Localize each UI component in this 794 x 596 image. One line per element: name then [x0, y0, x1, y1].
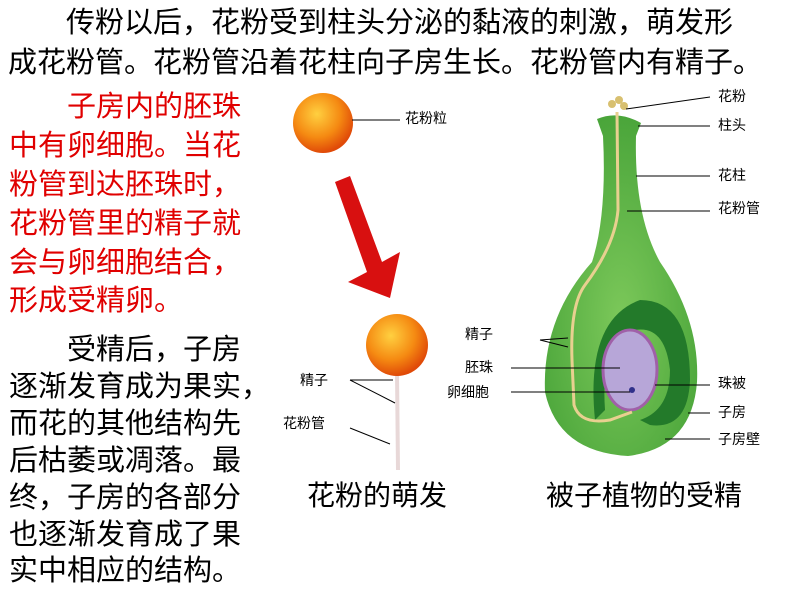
- label-pollen-tube: 花粉管: [283, 416, 325, 432]
- leader-line: [349, 379, 396, 404]
- pistil: [544, 115, 698, 457]
- label-pollen-grain: 花粉粒: [405, 111, 447, 127]
- label-ovary: 子房: [718, 405, 746, 421]
- body-line: 逐渐发育成为果实，: [9, 369, 271, 403]
- red-line: 粉管到达胚珠时，: [9, 167, 242, 201]
- pollen-on-stigma: [608, 100, 616, 108]
- red-line: 花粉管里的精子就: [9, 206, 242, 240]
- ovule-outer: [593, 300, 690, 426]
- label-ovary-wall: 子房壁: [718, 432, 760, 448]
- intro-line: 传粉以后，花粉受到柱头分泌的黏液的刺激，萌发形: [8, 5, 734, 39]
- germinating-pollen: [366, 314, 428, 376]
- label-stigma: 柱头: [718, 118, 746, 134]
- pollen-on-stigma: [620, 102, 628, 110]
- pollen-tube: [395, 371, 400, 471]
- caption-fertilization: 被子植物的受精: [546, 479, 743, 512]
- red-line: 中有卵细胞。当花: [9, 128, 242, 162]
- embryo-sac: [601, 328, 659, 412]
- label-style: 花柱: [718, 168, 746, 184]
- leader-line: [349, 427, 391, 445]
- pollen-grain: [293, 93, 353, 153]
- label-egg-cell: 卵细胞: [447, 385, 489, 401]
- body-line: 终，子房的各部分: [9, 480, 242, 514]
- label-pollen: 花粉: [718, 89, 746, 105]
- caption-pollen-germination: 花粉的萌发: [307, 479, 448, 512]
- label-sperm-left: 精子: [465, 327, 493, 343]
- label-integument: 珠被: [718, 376, 746, 392]
- body-line: 也逐渐发育成了果: [9, 517, 242, 551]
- body-line: 而花的其他结构先: [9, 406, 242, 440]
- label-ovule: 胚珠: [465, 360, 493, 376]
- pistil-leaders: [511, 96, 711, 440]
- body-line: 后枯萎或凋落。最: [9, 443, 242, 477]
- label-pollen-tube-right: 花粉管: [718, 201, 760, 217]
- egg-cell: [629, 387, 635, 393]
- red-line: 会与卵细胞结合，: [9, 245, 242, 279]
- red-line: 形成受精卵。: [9, 283, 184, 317]
- arrow-icon: [335, 176, 400, 298]
- label-sperm: 精子: [300, 373, 328, 389]
- red-line: 子房内的胚珠: [38, 89, 242, 123]
- intro-line: 成花粉管。花粉管沿着花柱向子房生长。花粉管内有精子。: [8, 45, 763, 79]
- body-line: 实中相应的结构。: [9, 553, 242, 587]
- body-line: 受精后，子房: [38, 332, 242, 366]
- pollen-on-stigma: [615, 96, 623, 104]
- pollen-tube-path: [570, 111, 633, 423]
